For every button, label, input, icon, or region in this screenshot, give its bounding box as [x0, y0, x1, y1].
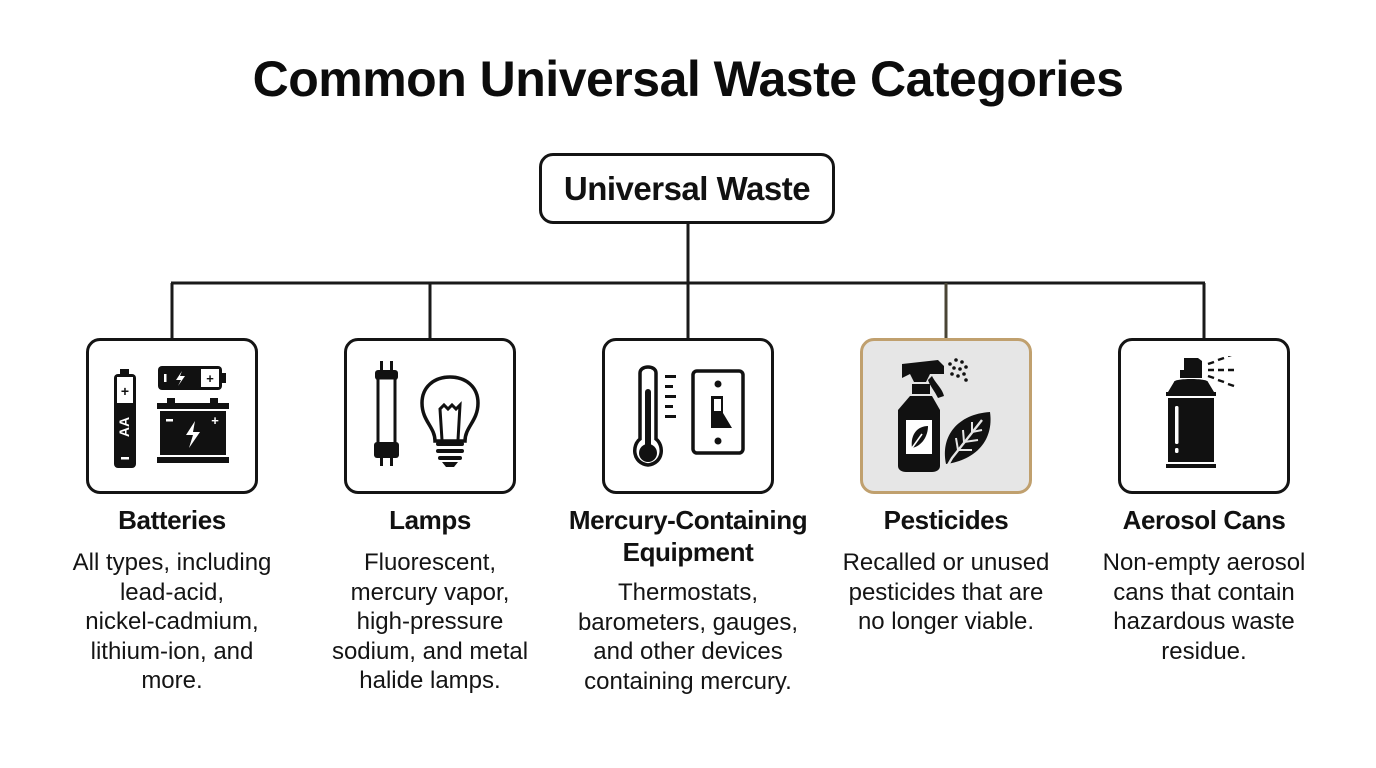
category-title: Batteries — [118, 505, 226, 535]
category-description: Non-empty aerosol cans that contain haza… — [1102, 549, 1306, 665]
category-icon-box: + AA + + — [86, 338, 258, 494]
diagram-title: Common Universal Waste Categories — [252, 51, 1124, 107]
aerosol-can-icon — [1166, 356, 1235, 468]
thermometer-switch-icon — [633, 365, 745, 467]
category-description: Thermostats, barometers, gauges, and oth… — [577, 579, 799, 695]
category-batteries: + AA + + Batteries All types, including … — [73, 338, 271, 694]
category-description: All types, including lead-acid, nickel-c… — [72, 549, 272, 694]
category-lamps: Lamps Fluorescent, mercury vapor, high-p… — [332, 338, 528, 694]
category-text: Aerosol Cans Non-empty aerosol cans that… — [1038, 504, 1370, 666]
category-icon-box — [1118, 338, 1290, 494]
category-title: Lamps — [389, 505, 471, 535]
svg-text:+: + — [211, 413, 219, 428]
category-icon-box-highlighted — [860, 338, 1032, 494]
category-text: Pesticides Recalled or unused pesticides… — [780, 504, 1112, 637]
category-pesticides: Pesticides Recalled or unused pesticides… — [843, 338, 1049, 635]
svg-text:+: + — [206, 371, 214, 386]
category-icon-box — [344, 338, 516, 494]
category-description: Fluorescent, mercury vapor, high-pressur… — [331, 549, 529, 694]
category-title: Pesticides — [883, 505, 1009, 535]
category-text: Mercury-Containing Equipment Thermostats… — [522, 504, 854, 696]
category-icon-box — [602, 338, 774, 494]
lamps-icon — [374, 361, 480, 467]
root-node-label: Universal Waste — [563, 169, 811, 207]
batteries-icon: + AA + + — [114, 366, 229, 468]
spray-bottle-leaf-icon — [898, 358, 991, 473]
svg-text:+: + — [121, 383, 129, 399]
category-text: Lamps Fluorescent, mercury vapor, high-p… — [264, 504, 596, 696]
svg-text:AA: AA — [116, 417, 132, 437]
category-title: Aerosol Cans — [1122, 505, 1286, 535]
category-aerosol-cans: Aerosol Cans Non-empty aerosol cans that… — [1103, 338, 1305, 665]
category-description: Recalled or unused pesticides that are n… — [842, 549, 1050, 635]
category-text: Batteries All types, including lead-acid… — [6, 504, 338, 696]
category-title: Mercury-Containing Equipment — [568, 505, 808, 567]
category-mercury-containing-equipment: Mercury-Containing Equipment Thermostats… — [569, 338, 808, 695]
root-node: Universal Waste — [539, 153, 835, 224]
